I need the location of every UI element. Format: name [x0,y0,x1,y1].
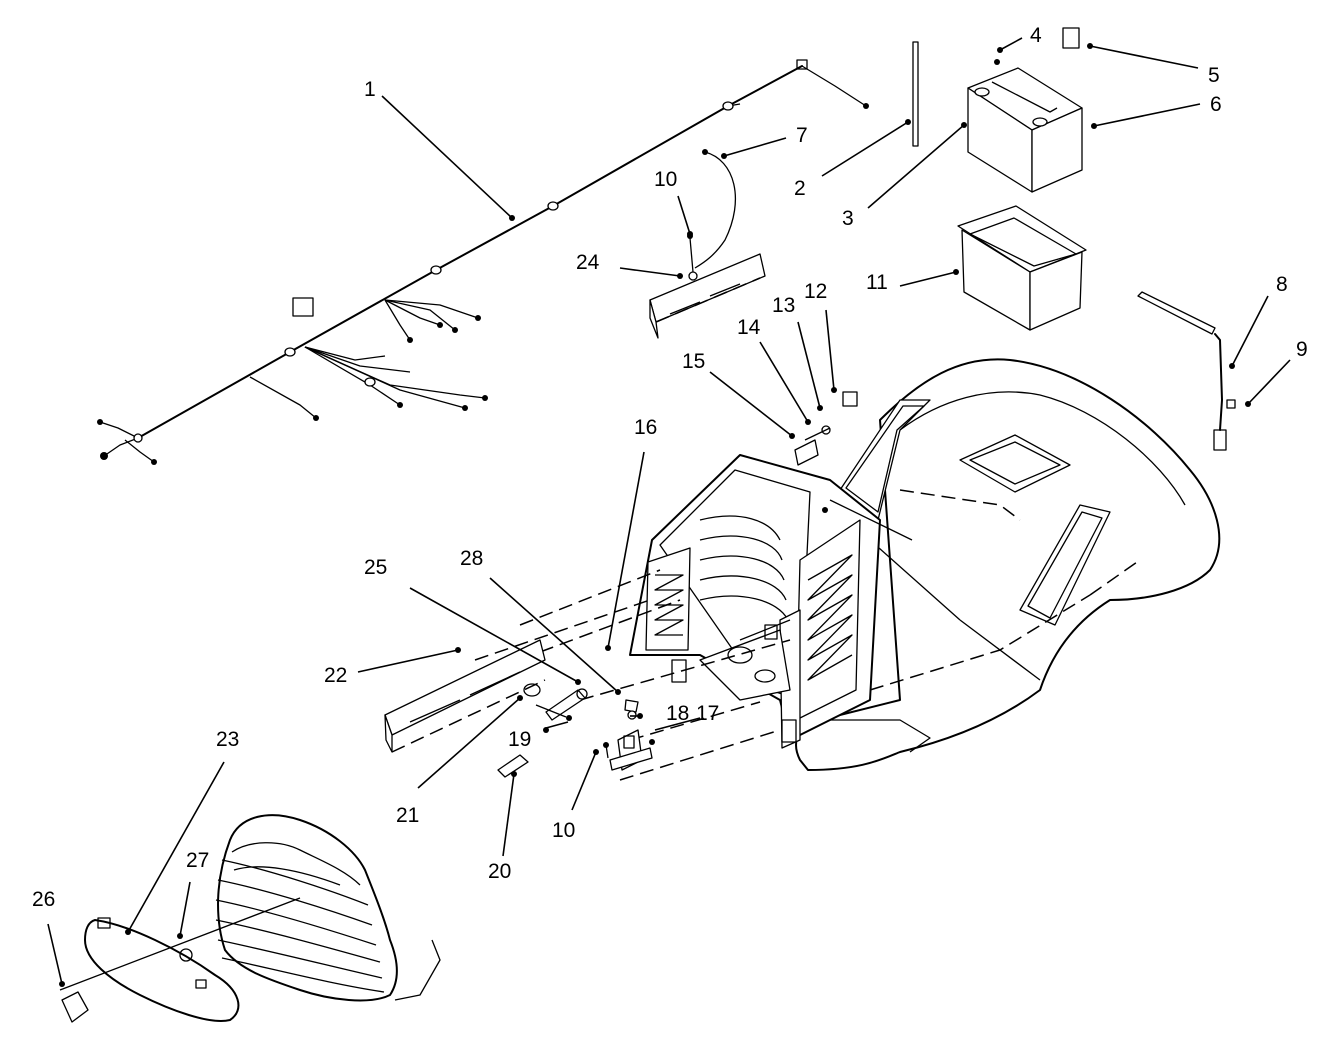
part-label-4: 4 [1030,24,1042,47]
battery [967,27,1083,193]
part-label-10-lower: 10 [552,819,575,842]
part-label-1: 1 [364,78,376,101]
wire-harness [97,59,869,465]
part-labels: 1 2 3 4 5 6 7 8 9 10 10 11 12 13 14 15 1… [32,24,1308,911]
part-label-9: 9 [1296,338,1308,361]
battery-cable [694,149,737,269]
part-label-22: 22 [324,664,347,687]
part-label-2: 2 [794,177,806,200]
hold-down-rods [912,41,919,147]
part-label-11: 11 [866,271,888,294]
part-label-13: 13 [772,294,795,317]
part-label-15: 15 [682,350,705,373]
part-label-21: 21 [396,804,419,827]
part-label-25: 25 [364,556,387,579]
switch-harness [1137,291,1236,451]
part-label-27: 27 [186,849,209,872]
part-label-12: 12 [804,280,827,303]
part-label-3: 3 [842,207,854,230]
leader-lines [47,37,1291,987]
dash-console [629,391,913,749]
part-label-10-upper: 10 [654,168,677,191]
part-label-7: 7 [796,124,808,147]
part-label-26: 26 [32,888,55,911]
part-label-17: 17 [696,702,719,725]
part-label-8: 8 [1276,273,1288,296]
part-label-19: 19 [508,728,531,751]
part-label-20: 20 [488,860,511,883]
part-label-23: 23 [216,728,239,751]
part-label-6: 6 [1210,93,1222,116]
battery-tray [957,205,1087,331]
bracket-22 [384,639,546,753]
fender-body [795,358,1221,771]
part-label-24: 24 [576,251,600,274]
part-label-14: 14 [737,316,761,339]
part-label-16: 16 [634,416,657,439]
part-label-5: 5 [1208,64,1220,87]
hood-grille [59,814,441,1023]
part-label-28: 28 [460,547,483,570]
part-label-18: 18 [666,702,689,725]
